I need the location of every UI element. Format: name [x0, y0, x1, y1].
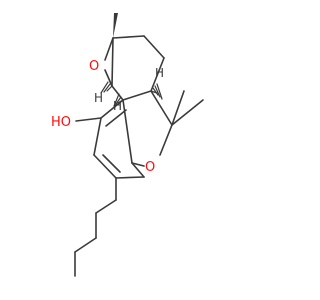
epoxide-oxygen-label: O: [89, 59, 99, 74]
stereo-h-label-c5: H: [113, 99, 122, 113]
wedge-methyl-c1: [113, 13, 118, 38]
bond-c3-c4: [150, 57, 165, 92]
bond-ar1-ar2: [100, 99, 124, 119]
epoxide: O: [89, 37, 114, 87]
bond-ar5-ar6: [131, 162, 145, 178]
bond-epoxide-o-c1: [104, 37, 114, 61]
pyran-ring-bonds: O: [122, 90, 173, 175]
bond-c1-oh: [75, 117, 102, 122]
hydroxyl-label: HO: [51, 115, 71, 130]
stereo-h-label-c4: H: [155, 66, 164, 80]
bond-c10b-c10a: [122, 99, 133, 164]
bond-ar3-ar4: [93, 154, 117, 179]
chemical-structure-diagram: O H H H: [51, 13, 204, 277]
bond-c4-c5: [122, 90, 152, 101]
bond-c6a-o: [159, 124, 173, 156]
bond-ar-inner-1: [105, 109, 127, 127]
aromatic-ring-bonds: [93, 99, 145, 179]
bond-ar4-ar5: [115, 176, 145, 179]
bond-methyl-b: [171, 99, 204, 126]
hydroxyl-group: HO: [51, 115, 102, 130]
stereo-h-label-c6: H: [94, 91, 103, 105]
pentyl-chain: [74, 177, 117, 277]
bond-ar-inner-2: [102, 154, 121, 173]
bond-c1-c2: [112, 35, 145, 39]
bond-pentyl-4: [74, 237, 97, 253]
bond-methyl-a: [171, 90, 185, 126]
bond-o-c10b: [131, 162, 145, 167]
bond-pentyl-2: [95, 199, 117, 214]
bond-c2-c3: [143, 35, 165, 59]
bond-ar2-ar3: [93, 117, 102, 156]
gem-dimethyl: [171, 90, 204, 126]
bond-epoxide-o-c6: [104, 69, 113, 87]
bond-c4-c6a: [150, 90, 173, 126]
bond-c6-c1: [111, 37, 114, 87]
structure-canvas: O H H H: [51, 13, 204, 277]
ring-oxygen-label: O: [145, 160, 155, 175]
stereo-h-c6: H: [94, 81, 113, 105]
